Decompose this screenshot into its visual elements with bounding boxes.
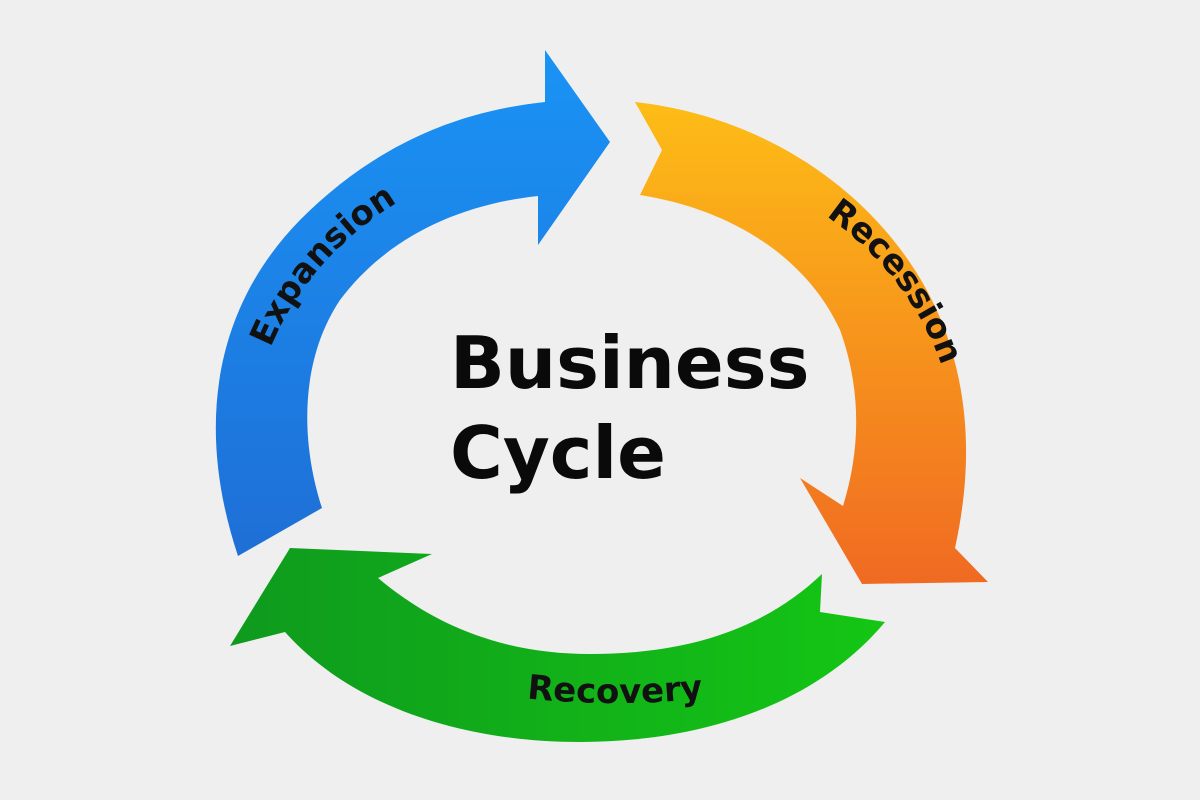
recession-arrow [635, 102, 988, 584]
recovery-arrow [230, 548, 885, 742]
title-line-2: Cycle [450, 411, 666, 495]
recovery-label: Recovery [526, 668, 704, 713]
diagram-title: Business Cycle [450, 318, 850, 498]
expansion-arrow [215, 50, 610, 556]
title-line-1: Business [450, 321, 810, 405]
